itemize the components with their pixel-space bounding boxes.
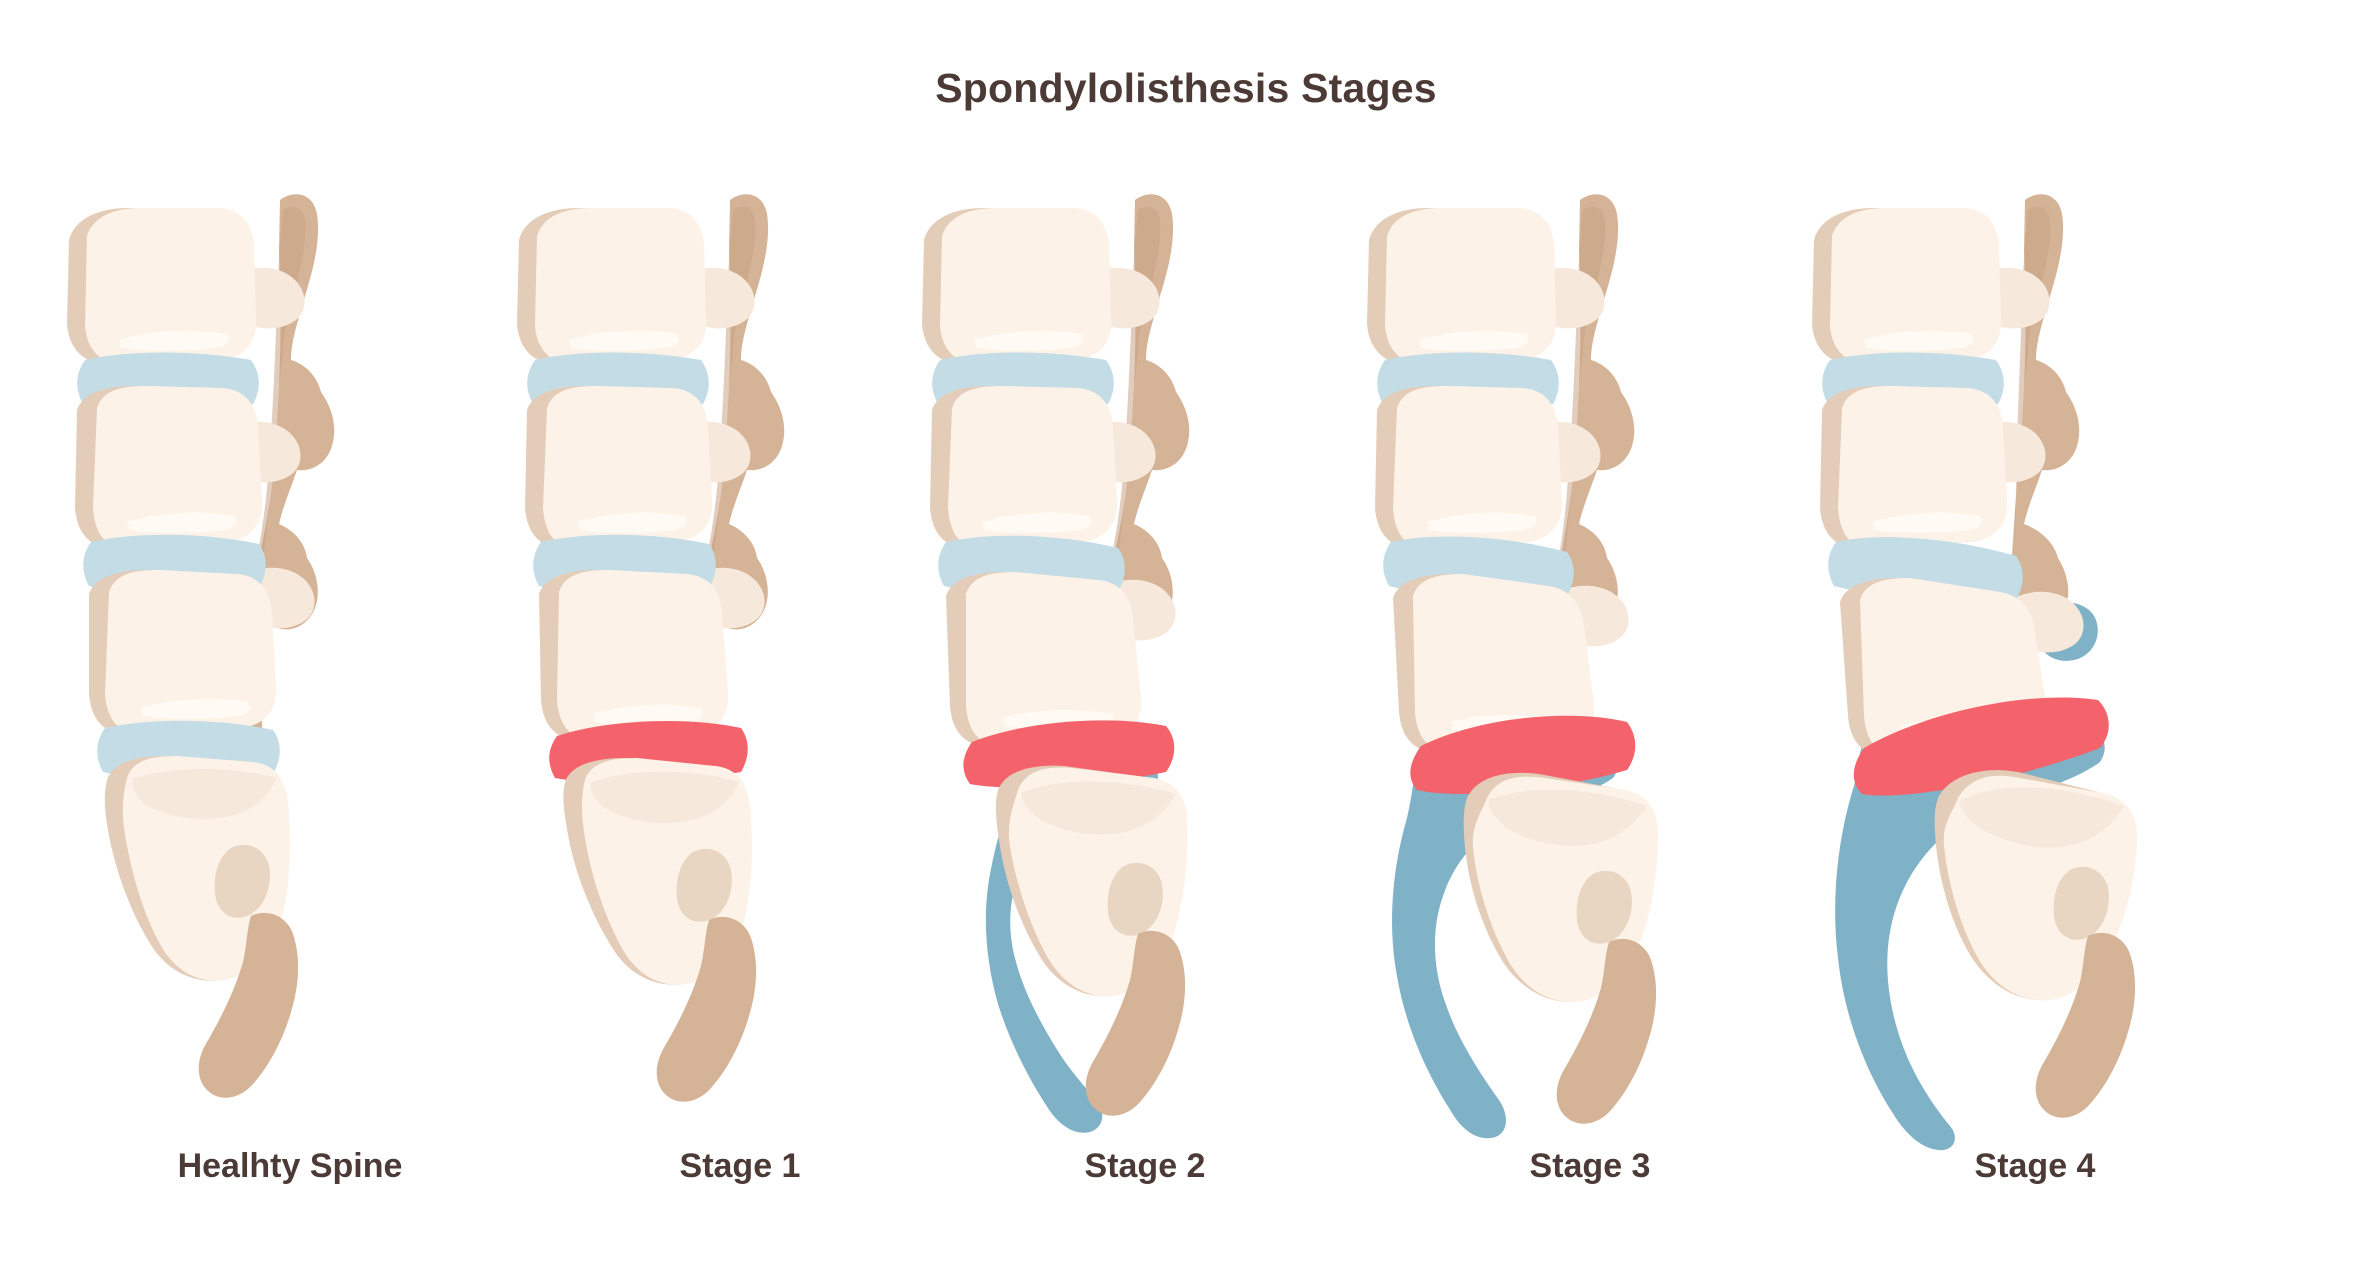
damaged-disc-stage4	[1853, 697, 2109, 796]
vertebra-body-1	[922, 208, 1112, 365]
spine-illustration-healthy	[55, 194, 525, 1140]
coccyx-stage3	[1556, 938, 1657, 1124]
vertebra-body-2	[1820, 386, 2008, 549]
page-title: Spondylolisthesis Stages	[935, 65, 1437, 111]
spinous-shadow	[658, 206, 756, 756]
vertebra-body-2	[525, 386, 713, 549]
vertebra-body-3	[539, 570, 729, 741]
panel-label-stage2: Stage 2	[1084, 1147, 1206, 1185]
vertebra-body-3	[946, 572, 1142, 747]
vertebra-3-body	[105, 570, 277, 734]
vertebra-3-highlight	[141, 698, 251, 719]
coccyx-stage2	[1085, 930, 1186, 1116]
sacrum-stage4	[1934, 770, 2138, 1001]
damaged-disc-stage3	[1410, 715, 1636, 794]
coccyx-stage1	[656, 916, 757, 1102]
panel-label-healthy: Healhty Spine	[177, 1147, 403, 1185]
coccyx-healthy	[198, 912, 299, 1098]
vertebra-body-1	[517, 208, 707, 365]
spine-illustration-stage3	[1355, 194, 1825, 1140]
spine-illustration-stage4	[1800, 194, 2270, 1151]
nerve-stage3	[1392, 729, 1619, 1139]
damaged-disc-stage2	[963, 720, 1175, 788]
vertebra-2-highlight	[127, 512, 237, 533]
vertebra-body-2	[75, 386, 263, 549]
vertebra-body-1	[67, 208, 257, 365]
vertebra-1-body	[85, 208, 257, 364]
vertebra-body-2	[930, 386, 1118, 549]
vertebra-body-3	[1393, 574, 1595, 753]
spinous-shadow	[1510, 206, 1606, 767]
coccyx	[198, 912, 299, 1098]
panel-label-stage3: Stage 3	[1529, 1147, 1651, 1185]
sacrum-healthy	[104, 756, 290, 981]
spinous-shadow	[208, 206, 306, 756]
spinous-process-chain	[1969, 194, 2080, 775]
vertebra-body-1	[1367, 208, 1557, 365]
sacral-foramen	[214, 844, 270, 918]
vertebra-2-body	[93, 386, 263, 548]
spinous-shadow	[1061, 206, 1161, 763]
vertebra-1-highlight	[119, 330, 229, 351]
panel-label-stage4: Stage 4	[1974, 1147, 2096, 1185]
spine-illustration-stage1	[505, 194, 975, 1140]
panel-label-stage1: Stage 1	[679, 1147, 801, 1185]
sacrum-upper-facet	[132, 769, 277, 819]
coccyx-stage4	[2035, 932, 2136, 1118]
spine-illustration-stage2	[910, 194, 1380, 1140]
vertebra-body-2	[1375, 386, 1563, 549]
vertebra-body-3	[89, 570, 277, 735]
vertebra-body-1	[1812, 208, 2002, 365]
